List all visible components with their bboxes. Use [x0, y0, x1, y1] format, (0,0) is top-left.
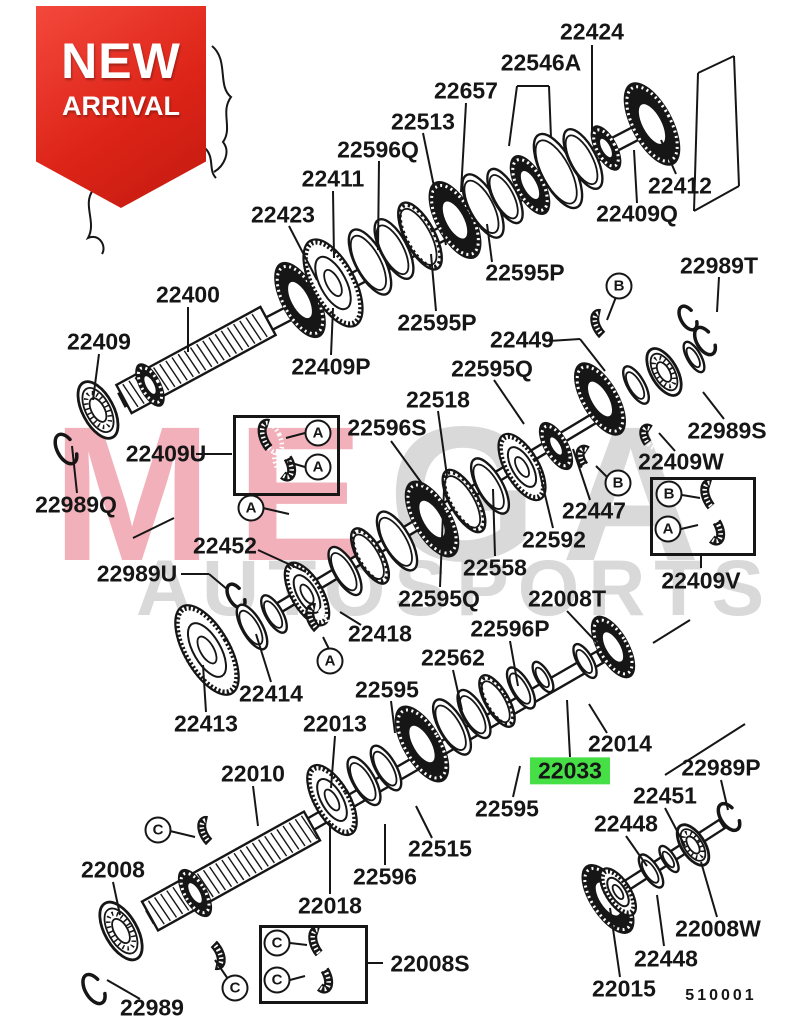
callout-b: B: [655, 480, 683, 508]
watermark-letter: M: [52, 386, 236, 601]
part-label-22989p: 22989P: [681, 754, 761, 781]
part-label-22448: 22448: [594, 810, 658, 837]
part-label-22449: 22449: [490, 326, 554, 353]
part-label-22596: 22596: [353, 863, 417, 890]
badge-text-new: NEW: [61, 33, 181, 89]
part-label-22518: 22518: [406, 386, 470, 413]
part-label-22409v: 22409V: [661, 567, 741, 594]
part-label-22008s: 22008S: [390, 950, 470, 977]
callout-b: B: [604, 469, 632, 497]
part-label-22558: 22558: [463, 554, 527, 581]
detail-box-b: [650, 477, 756, 556]
part-label-22409q: 22409Q: [596, 200, 678, 227]
part-label-22008t: 22008T: [527, 585, 607, 612]
part-label-22596p: 22596P: [470, 615, 550, 642]
part-label-22595q: 22595Q: [398, 585, 480, 612]
callout-a: A: [304, 419, 332, 447]
part-label-22595p: 22595P: [485, 259, 565, 286]
part-label-22409: 22409: [67, 328, 131, 355]
part-label-22010: 22010: [221, 760, 285, 787]
part-label-22989: 22989: [120, 994, 184, 1021]
callout-a: A: [237, 494, 265, 522]
part-label-22414: 22414: [239, 680, 303, 707]
part-label-22596q: 22596Q: [337, 136, 419, 163]
detail-box-c: [259, 925, 368, 1004]
part-label-22989u: 22989U: [96, 560, 178, 587]
callout-a: A: [304, 453, 332, 481]
part-label-22033-highlighted: 22033: [530, 757, 610, 785]
part-label-22412: 22412: [648, 172, 712, 199]
part-label-22513: 22513: [391, 108, 455, 135]
part-label-22008: 22008: [81, 856, 145, 883]
detail-box-a: [233, 415, 340, 496]
part-label-22595p: 22595P: [397, 309, 477, 336]
badge-text-arrival: ARRIVAL: [62, 91, 180, 121]
part-label-22015: 22015: [592, 975, 656, 1002]
part-label-22418: 22418: [348, 620, 412, 647]
part-label-22657: 22657: [434, 77, 498, 104]
callout-c: C: [263, 929, 291, 957]
callout-c: C: [221, 974, 249, 1002]
part-label-22413: 22413: [174, 710, 238, 737]
part-label-22989t: 22989T: [679, 252, 759, 279]
part-label-22423: 22423: [251, 201, 315, 228]
part-label-22409p: 22409P: [291, 353, 371, 380]
part-label-22008w: 22008W: [675, 915, 761, 942]
new-arrival-badge: NEW ARRIVAL: [36, 6, 206, 208]
part-label-22595: 22595: [475, 795, 539, 822]
part-label-22409u: 22409U: [125, 440, 207, 467]
part-label-22409w: 22409W: [638, 448, 724, 475]
part-label-22452: 22452: [193, 532, 257, 559]
part-label-22018: 22018: [298, 892, 362, 919]
part-label-22400: 22400: [156, 281, 220, 308]
part-label-22448: 22448: [634, 945, 698, 972]
callout-c: C: [263, 966, 291, 994]
part-label-22595: 22595: [355, 676, 419, 703]
part-label-22451: 22451: [633, 782, 697, 809]
part-label-22592: 22592: [522, 526, 586, 553]
part-label-22014: 22014: [588, 730, 652, 757]
part-label-22596s: 22596S: [347, 414, 427, 441]
part-label-22515: 22515: [408, 835, 472, 862]
part-label-22989q: 22989Q: [35, 491, 117, 518]
callout-c: C: [144, 816, 172, 844]
part-label-22424: 22424: [560, 18, 624, 45]
part-label-22595q: 22595Q: [451, 355, 533, 382]
callout-a: A: [316, 647, 344, 675]
part-label-22546a: 22546A: [500, 49, 582, 76]
callout-a: A: [654, 515, 682, 543]
part-label-22411: 22411: [301, 165, 365, 192]
callout-b: B: [605, 272, 633, 300]
part-label-22989s: 22989S: [687, 417, 767, 444]
drawing-number: 510001: [685, 987, 757, 1004]
part-label-22447: 22447: [562, 497, 626, 524]
part-label-22013: 22013: [303, 710, 367, 737]
part-label-22562: 22562: [421, 644, 485, 671]
